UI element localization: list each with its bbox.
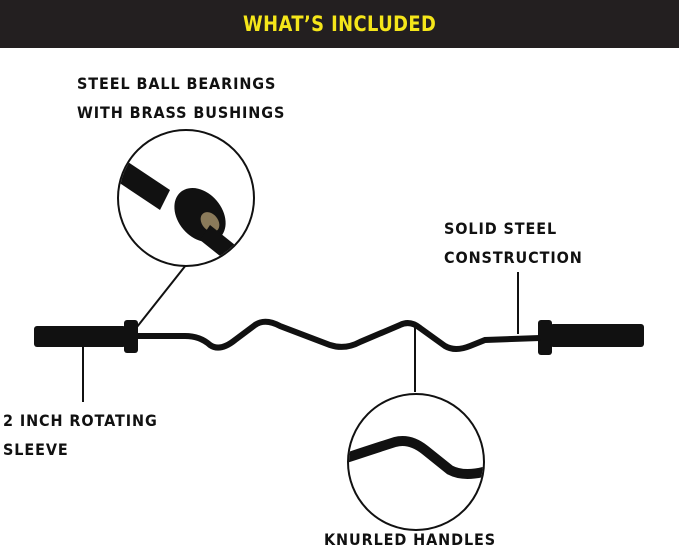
ez-curl-bar — [34, 320, 644, 355]
right-collar — [538, 320, 552, 355]
leader-line-bearings — [132, 264, 187, 333]
curl-bar-shaft — [136, 318, 541, 352]
callout-bearings: STEEL BALL BEARINGS WITH BRASS BUSHINGS — [77, 69, 285, 127]
left-collar — [124, 320, 138, 353]
callout-steel-line2: CONSTRUCTION — [444, 248, 583, 267]
handles-detail-circle — [347, 393, 485, 531]
right-sleeve — [550, 324, 644, 347]
header-title: WHAT’S INCLUDED — [242, 12, 437, 36]
callout-handles: KNURLED HANDLES — [324, 530, 497, 549]
header-banner: WHAT’S INCLUDED — [0, 0, 679, 48]
bearing-detail-circle — [117, 129, 255, 267]
callout-sleeve-line1: 2 INCH ROTATING — [3, 411, 158, 430]
callout-bearings-line2: WITH BRASS BUSHINGS — [77, 103, 286, 122]
callout-sleeve-line2: SLEEVE — [3, 440, 69, 459]
left-sleeve — [34, 326, 126, 347]
callout-steel: SOLID STEEL CONSTRUCTION — [444, 214, 583, 272]
callout-sleeve: 2 INCH ROTATING SLEEVE — [3, 406, 158, 464]
callout-steel-line1: SOLID STEEL — [444, 219, 558, 238]
callout-bearings-line1: STEEL BALL BEARINGS — [77, 74, 277, 93]
